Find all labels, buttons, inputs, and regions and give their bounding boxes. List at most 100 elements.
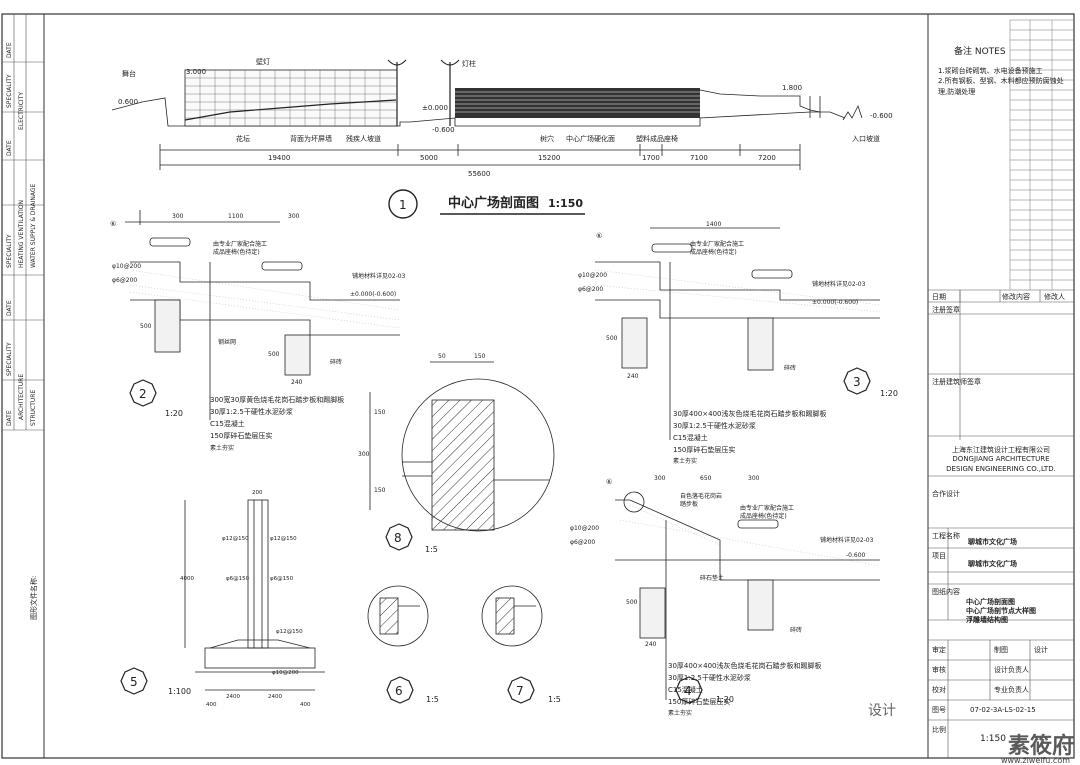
view-1-number: 1 — [399, 198, 407, 212]
detail-4-ref: ⑥ — [606, 478, 612, 486]
dim-7200: 7200 — [758, 154, 776, 162]
d5-dim-2400b: 2400 — [268, 694, 282, 700]
view-3-scale: 1:20 — [880, 389, 898, 398]
notes-block: 备注 NOTES 1.浆砌台砖砌筑、水电设备预施工 2.所有钢板、型钢、木料都应… — [938, 46, 1068, 97]
view-8-marker: 8 1:5 — [385, 523, 438, 554]
callout-ramp: 残疾人坡道 — [346, 134, 381, 143]
d3-dim-240: 240 — [627, 373, 639, 380]
detail-2-labels: ⑥ 300 1100 300 由专业厂家配合施工 成品座椅(色待定) 铺地材料详… — [110, 213, 406, 452]
frame-speciality-3: SPECIALITY — [6, 342, 13, 376]
note-item-2: 2.所有钢板、型钢、木料都应预防腐蚀处理,防潮处理 — [938, 77, 1064, 96]
frame-architecture: ARCHITECTURE — [18, 374, 25, 420]
d4-callout-tread: 踏步板 — [680, 500, 698, 508]
detail-2-ref: ⑥ — [110, 220, 116, 228]
detail-8-drawing — [369, 361, 555, 532]
d3-layer-4: 150厚碎石垫层压实 — [673, 445, 735, 454]
elev-pm0: ±0.000 — [422, 104, 448, 112]
tb-drawing-no: 07-02-3A-LS-02-15 — [970, 706, 1036, 714]
left-frame-labels: DATE SPECIALITY ELECTRICITY DATE SPECIAL… — [6, 42, 38, 620]
tb-drawing-content-2: 中心广场剖节点大样图 — [966, 607, 1036, 615]
d4-layer-4: 150厚碎石垫层压实 — [668, 697, 730, 706]
frame-date-1: DATE — [6, 42, 13, 58]
watermark-logo: 素筱府 — [1007, 734, 1074, 759]
frame-date-2: DATE — [6, 140, 13, 156]
d3-brick: 碎砖 — [784, 364, 796, 372]
dim-7100: 7100 — [690, 154, 708, 162]
d2-dim-1100: 1100 — [228, 213, 243, 220]
d8-dim-150: 150 — [474, 353, 486, 360]
left-frame — [2, 14, 44, 431]
company-en-2: DESIGN ENGINEERING CO.,LTD. — [946, 464, 1056, 473]
callout-plaza-paving: 中心广场硬化面 — [566, 134, 615, 143]
view-8-scale: 1:5 — [425, 545, 438, 554]
d3-dim-500: 500 — [606, 335, 618, 342]
company-en-1: DONGJIANG ARCHITECTURE — [952, 455, 1050, 464]
d4-rebar-6: φ6@200 — [570, 539, 595, 546]
detail-5-labels: φ12@150 φ12@150 φ6@150 φ6@150 φ12@150 φ1… — [180, 490, 311, 708]
d5-rebar-d: φ6@150 — [270, 576, 294, 582]
elev-1800: 1.800 — [782, 84, 802, 92]
label-wall-light: 壁灯 — [256, 57, 270, 66]
d3-callout-vendor: 由专业厂家配合施工 — [690, 240, 744, 248]
d2-callout-seat: 成品座椅(色待定) — [213, 248, 260, 256]
d2-layer-3: C15混凝土 — [210, 419, 245, 428]
section-1-labels: 舞台 壁灯 灯柱 3.000 0.600 ±0.000 -0.600 1.800… — [118, 57, 893, 178]
revision-table — [1009, 19, 1074, 290]
tb-drawing-content-label: 图纸内容 — [932, 588, 960, 596]
tb-revision-date: 日期 — [932, 293, 946, 301]
d4-layer-3: C15混凝土 — [668, 685, 703, 694]
view-5-scale: 1:100 — [168, 687, 191, 696]
d4-brick: 碎砖 — [790, 626, 802, 634]
company-block: 上海东江建筑设计工程有限公司 DONGJIANG ARCHITECTURE DE… — [930, 446, 1072, 474]
tb-item-label: 项目 — [932, 552, 946, 560]
d4-dim-300b: 300 — [748, 475, 760, 482]
frame-date-4: DATE — [6, 410, 13, 426]
d5-dim-4000: 4000 — [180, 576, 194, 582]
detail-3-labels: ⑥ 1400 由专业厂家配合施工 成品座椅(色待定) 铺地材料详见02-03 ±… — [578, 221, 866, 465]
elev-m0600b: -0.600 — [870, 112, 893, 120]
main-title-scale: 1:150 — [548, 197, 583, 210]
main-title: 1 中心广场剖面图 1:150 — [388, 189, 585, 219]
main-title-text: 中心广场剖面图 — [448, 195, 539, 211]
tb-drawing-content-3: 浮雕墙结构图 — [966, 616, 1008, 624]
view-2-number: 2 — [139, 387, 147, 401]
d3-elev: ±0.000(-0.600) — [812, 299, 858, 306]
tb-checked: 审核 — [932, 666, 946, 674]
d2-callout-paving: 铺地材料详见02-03 — [352, 272, 406, 280]
d2-layer-4: 150厚碎石垫层压实 — [210, 431, 272, 440]
elev-3000: 3.000 — [186, 68, 206, 76]
tb-project-name: 聊城市文化广场 — [968, 538, 1017, 546]
callout-entrance-ramp: 入口坡道 — [852, 134, 880, 143]
label-stage: 舞台 — [122, 69, 136, 78]
d2-mesh: 钢丝网 — [218, 338, 236, 346]
titleblock-grid — [928, 289, 1074, 758]
view-5-number: 5 — [130, 675, 138, 689]
d2-dim-500a: 500 — [140, 323, 152, 330]
frame-structure: STRUCTURE — [30, 390, 37, 426]
detail-7-drawing — [481, 585, 543, 647]
tb-checked-2: 校对 — [932, 686, 946, 694]
tb-drawing-review: 注册签章 — [932, 306, 960, 314]
d3-callout-paving: 铺地材料详见02-03 — [812, 280, 866, 288]
d2-dim-300b: 300 — [288, 213, 300, 220]
frame-water: WATER SUPPLY & DRAINAGE — [30, 184, 37, 268]
d5-rebar-c: φ6@150 — [226, 576, 250, 582]
section-1-drawing — [111, 59, 863, 170]
d3-rebar-6: φ6@200 — [578, 286, 603, 293]
tb-item-value: 聊城市文化广场 — [968, 560, 1017, 568]
d4-rebar-10: φ10@200 — [570, 525, 599, 532]
d4-dim-300a: 300 — [654, 475, 666, 482]
tb-scale: 1:150 — [980, 734, 1006, 744]
d4-gravel: 碎石垫土 — [700, 574, 724, 582]
detail-3-drawing — [594, 227, 881, 440]
tb-revision-by: 修改人 — [1044, 293, 1065, 301]
detail-6-drawing — [367, 585, 429, 647]
frame-file-name: 图形文件名称: — [29, 576, 38, 620]
frame-speciality-1: SPECIALITY — [6, 74, 13, 108]
dim-5000: 5000 — [420, 154, 438, 162]
d4-callout-granite: 自色落毛花岗岩 — [680, 492, 722, 500]
dim-15200: 15200 — [538, 154, 560, 162]
d8-dim-150b: 150 — [374, 487, 386, 494]
detail-2-drawing — [125, 210, 401, 420]
callout-planter: 花坛 — [236, 134, 250, 143]
